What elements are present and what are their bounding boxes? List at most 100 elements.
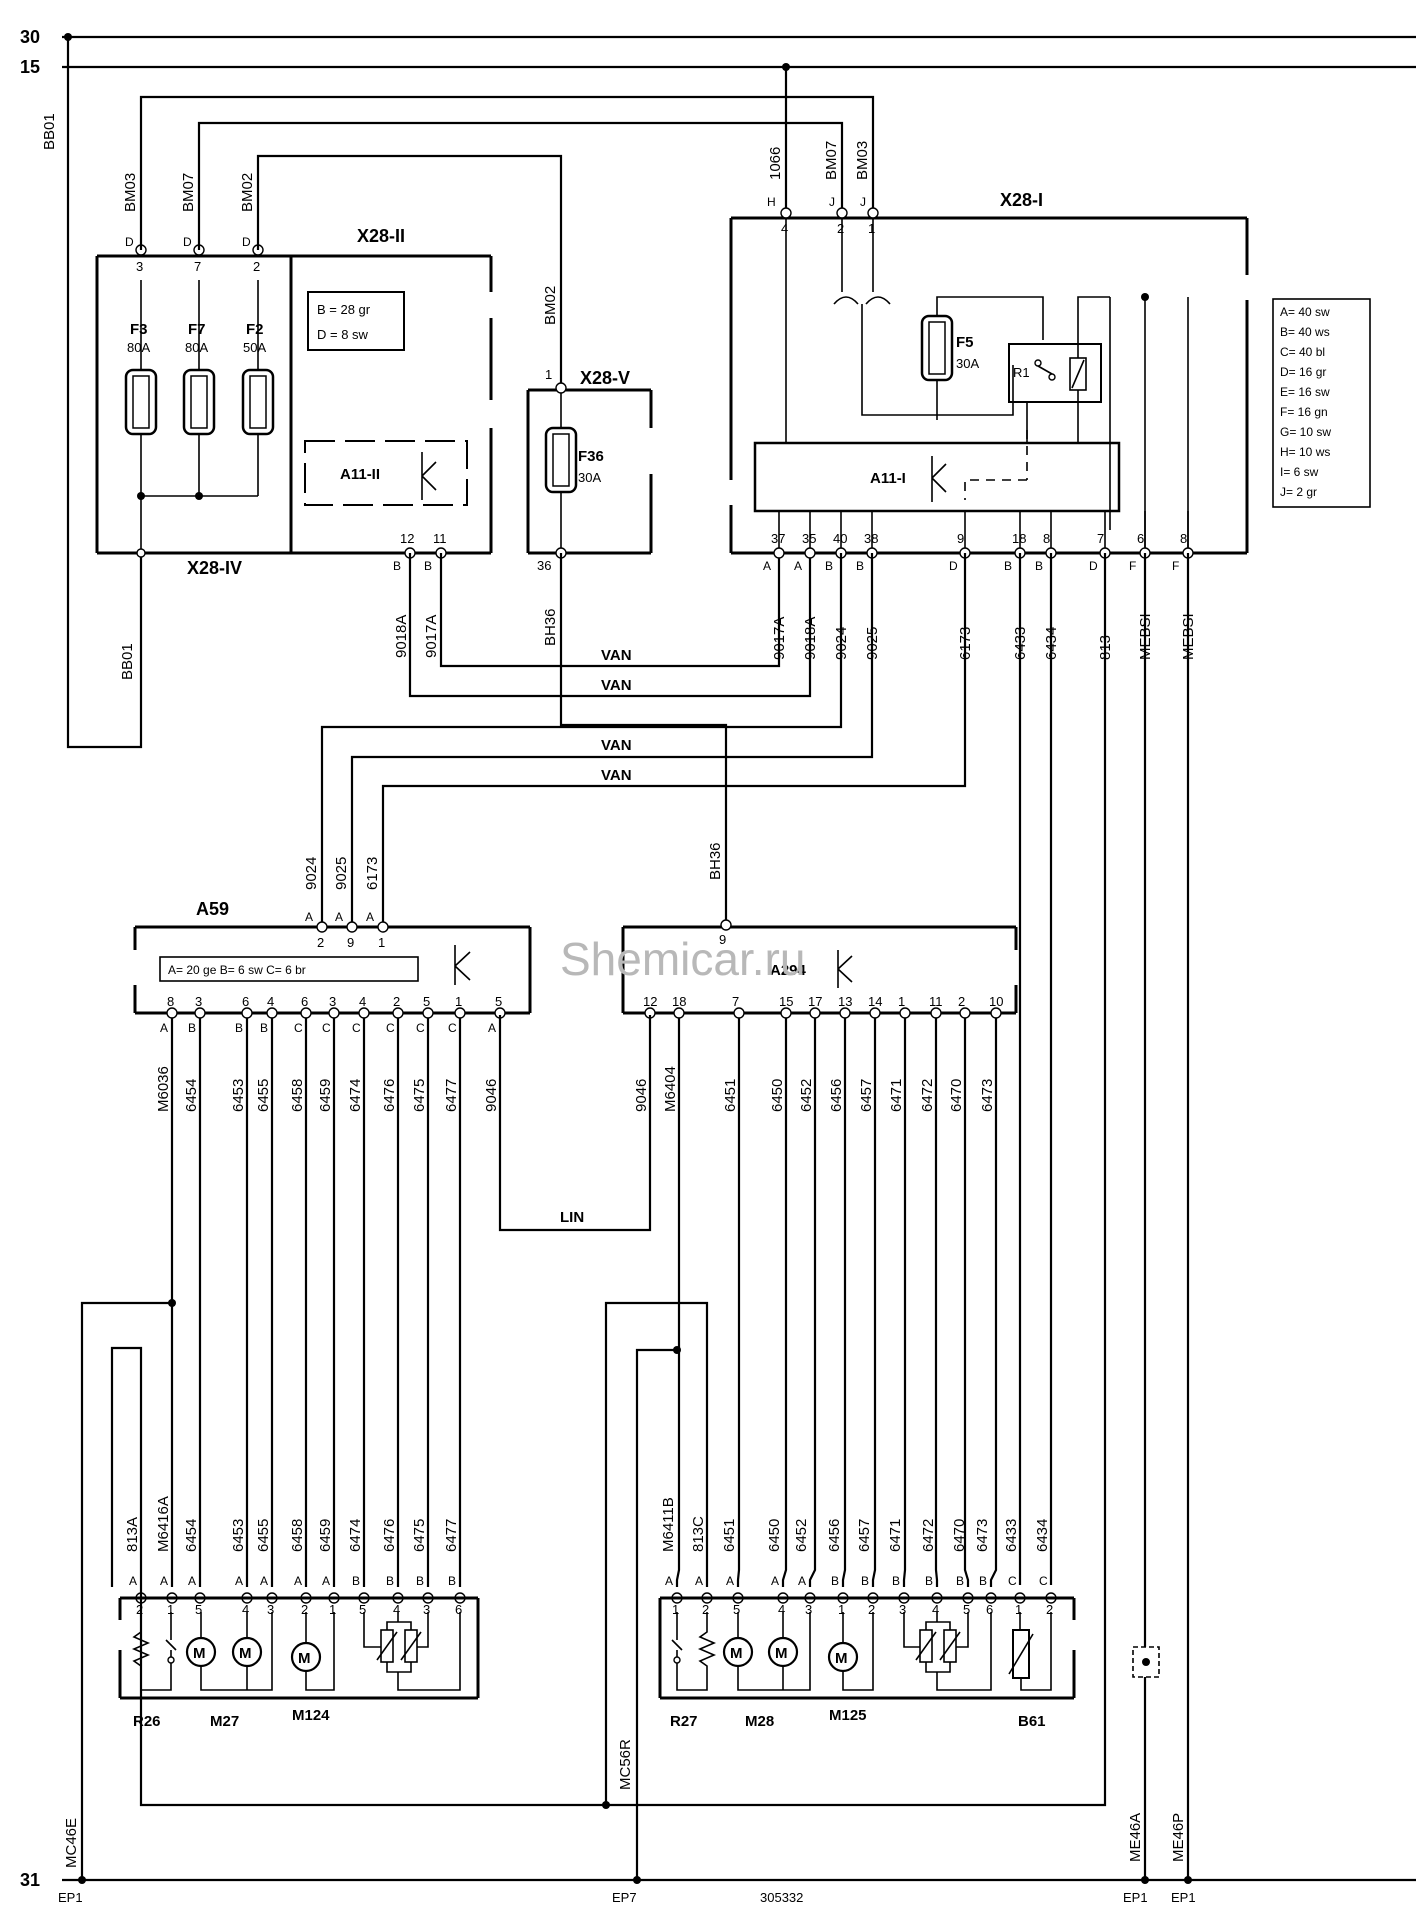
component-class-label: A [160,1574,168,1588]
wire-label: 6475 [411,1519,428,1552]
wire-9024 [320,553,843,924]
component-class-label: A [695,1574,703,1588]
x28-i-pin [773,547,785,559]
relay-r1-label: R1 [1013,365,1030,380]
component-class-label: A [665,1574,673,1588]
wire-label: 6457 [856,1519,873,1552]
wire-9025 [350,553,874,924]
fuse-f2-id: F2 [246,321,264,338]
x28-iv-pin-label: 7 [194,259,201,274]
fuse-f3-id: F3 [130,321,148,338]
component-pin-label: 2 [301,1602,308,1617]
a59-class-label: B [235,1021,243,1035]
ground-dot [633,1876,641,1884]
a294-pin-label: 9 [719,932,726,947]
a59-class-label: C [294,1021,303,1035]
left-component-box [118,1596,480,1700]
fuse-f5-rating: 30A [956,356,979,371]
component-pin-label: 1 [672,1602,679,1617]
wire-label: 6476 [381,1079,398,1112]
rail-15-label: 15 [20,57,40,77]
x28-i-class-label: A [794,559,802,573]
x28-iv-class-label: D [125,235,134,249]
wire-relay-coil [1077,296,1110,358]
junction-dot [782,63,790,71]
fuse-f36-id: F36 [578,448,604,465]
wire-label: 6451 [722,1079,739,1112]
x28-i-legend-line: A= 40 sw [1280,305,1330,319]
wire-label: 6475 [411,1079,428,1112]
ground-label: EP1 [1171,1890,1196,1905]
wire-label: 6473 [974,1519,991,1552]
wire-label-bb01: BB01 [119,643,136,680]
a294-pin-label: 1 [898,994,905,1009]
fuse-f2-rating: 50A [243,340,266,355]
a59-pin-label: 8 [167,994,174,1009]
a59-pin-label: 6 [301,994,308,1009]
a294-pin [990,1007,1002,1019]
component-pin-label: 3 [423,1602,430,1617]
wire-813a-loop [110,1346,143,1587]
connector-icon [833,218,891,305]
wire-ep7 [635,1348,677,1880]
component-pin-label: 3 [805,1602,812,1617]
a294-pin [959,1007,971,1019]
a59-pin-label: 6 [242,994,249,1009]
wire-label: 6434 [1034,1519,1051,1552]
component-class-label: B [352,1574,360,1588]
wire-label-me46p: ME46P [1170,1813,1187,1862]
x28-ii-legend [307,291,405,351]
a59-pin [328,1007,340,1019]
transistor-icon [931,456,947,502]
component-pin-label: 1 [329,1602,336,1617]
a59-class-label: B [188,1021,196,1035]
wire-label-bh36: BH36 [542,608,559,646]
x28-i-legend-line: F= 16 gn [1280,405,1328,419]
wire-label: 6455 [255,1079,272,1112]
a59-class-label: A [335,910,343,924]
component-class-label: A [188,1574,196,1588]
x28-i-class-label: B [825,559,833,573]
a294-pin-label: 7 [732,994,739,1009]
x28-i-title: X28-I [1000,190,1043,210]
relay-r1 [1008,343,1102,403]
component-class-label: A [294,1574,302,1588]
bus-label-lin: LIN [560,1209,584,1226]
component-pin-label: 2 [702,1602,709,1617]
a294-pin-label: 10 [989,994,1003,1009]
x28-iv-title: X28-IV [187,558,242,578]
x28-v-pin [555,382,567,394]
wire-label: 6452 [793,1519,810,1552]
a59-pin [241,1007,253,1019]
wire-label-bm02-v: BM02 [542,286,559,325]
x28-i-pin-label: 9 [957,531,964,546]
wire-label: 813C [690,1516,707,1552]
wire-label: 6454 [183,1519,200,1552]
svg-text:M: M [193,1645,206,1662]
fuse-f5-id: F5 [956,334,974,351]
wire-label: 6433 [1003,1519,1020,1552]
x28-ii-title: X28-II [357,226,405,246]
component-pin-label: 4 [932,1602,939,1617]
x28-i-pin-label: 1 [868,221,875,236]
bus-label-van: VAN [601,677,632,694]
a59-class-label: C [448,1021,457,1035]
a59-pin [392,1007,404,1019]
component-class-label: A [129,1574,137,1588]
svg-text:M: M [775,1645,788,1662]
fuse-f36 [544,426,578,494]
a11-ii-label: A11-II [340,466,380,483]
a59-pin-label: 4 [267,994,274,1009]
wire-label-me46a: ME46A [1127,1813,1144,1862]
a294-pin-label: 17 [808,994,822,1009]
x28-ii-box [291,254,493,555]
a59-pin [346,921,358,933]
component-pin-label: 6 [455,1602,462,1617]
a294-pin-label: 14 [868,994,882,1009]
wire-9017a [439,553,781,668]
a59-pin-label: 2 [317,935,324,950]
ground-label: EP1 [58,1890,83,1905]
wire [871,1018,877,1587]
ground-dot [1141,1876,1149,1884]
wire-label: 9046 [483,1079,500,1112]
